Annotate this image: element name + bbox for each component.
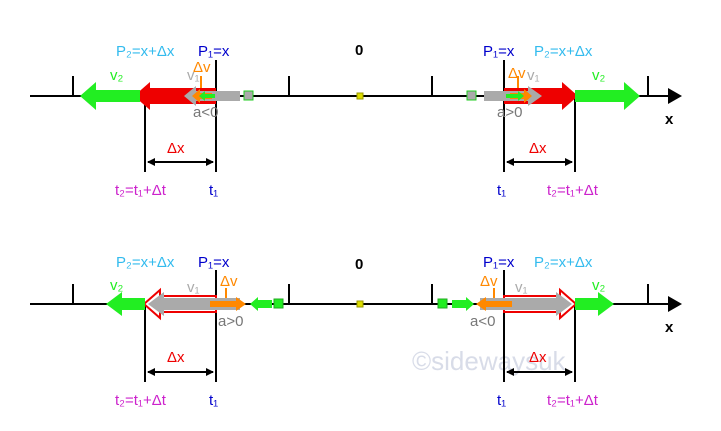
- bottom-left-accel-label: a>0: [218, 313, 243, 330]
- top-right-accel-label: a>0: [497, 104, 522, 121]
- bottom-right-v1-arrow: [480, 292, 572, 316]
- bottom-right-object: [437, 298, 448, 309]
- bottom-left-p1-label: P₁=x: [198, 254, 230, 271]
- top-position-markers: [144, 60, 576, 172]
- top-right-p1-label: P₁=x: [483, 43, 515, 60]
- top-right-t1-label: t₁: [497, 182, 506, 199]
- bottom-left-dv-label: Δv: [220, 273, 238, 290]
- bottom-right-t2-label: t₂=t₁+Δt: [547, 392, 599, 409]
- bottom-right-v2-label: v₂: [592, 277, 606, 294]
- bottom-left-p2-label: P₂=x+Δx: [116, 254, 175, 271]
- bottom-panel: 0 x P₂=x+Δx P₁=x P₁=x P₂=x+Δx Δv v₁ v₂ a…: [30, 254, 682, 409]
- top-left-dv-label: Δv: [193, 59, 211, 76]
- top-left-accel-label: a<0: [193, 104, 218, 121]
- bottom-position-markers: [144, 270, 576, 382]
- bottom-right-dv-arrow: [476, 297, 512, 311]
- bottom-right-v1-label: v₁: [515, 279, 528, 296]
- top-left-v2-arrow: [80, 82, 140, 110]
- bottom-right-p2-label: P₂=x+Δx: [534, 254, 593, 271]
- top-axis-ticks: [72, 76, 649, 96]
- bottom-left-v2-arrow: [106, 292, 145, 316]
- top-right-v2-arrow: [575, 82, 640, 110]
- bottom-left-v1-label: v₁: [187, 279, 200, 296]
- bottom-left-motion-arrow: [250, 297, 272, 311]
- bottom-right-accel-label: a<0: [470, 313, 495, 330]
- bottom-left-v2-label: v₂: [110, 277, 124, 294]
- top-left-t2-label: t₂=t₁+Δt: [115, 182, 167, 199]
- top-origin-marker: [356, 92, 364, 100]
- top-left-v1-label: v₁: [187, 67, 200, 84]
- bottom-left-t2-label: t₂=t₁+Δt: [115, 392, 167, 409]
- bottom-left-v1-arrow: [148, 292, 240, 316]
- top-left-p1-label: P₁=x: [198, 43, 230, 60]
- bottom-right-p1-label: P₁=x: [483, 254, 515, 271]
- top-left-dx-label: Δx: [167, 140, 185, 157]
- bottom-origin-label: 0: [355, 256, 363, 273]
- top-left-p2-label: P₂=x+Δx: [116, 43, 175, 60]
- bottom-axis-ticks: [72, 284, 649, 304]
- bottom-axis-x-label: x: [665, 319, 674, 336]
- top-right-p2-label: P₂=x+Δx: [534, 43, 593, 60]
- top-right-v2-label: v₂: [592, 67, 606, 84]
- top-right-t2-label: t₂=t₁+Δt: [547, 182, 599, 199]
- bottom-left-dx-label: Δx: [167, 349, 185, 366]
- top-right-dx-label: Δx: [529, 140, 547, 157]
- bottom-right-v2-arrow: [575, 292, 614, 316]
- top-left-t1-label: t₁: [209, 182, 218, 199]
- top-right-v1-label: v₁: [527, 67, 540, 84]
- top-right-dv-label: Δv: [508, 65, 526, 82]
- bottom-right-dx-label: Δx: [529, 349, 547, 366]
- top-origin-label: 0: [355, 42, 363, 59]
- bottom-left-dv-arrow: [210, 297, 246, 311]
- bottom-left-t1-label: t₁: [209, 392, 218, 409]
- top-panel: 0 x P₂=x+Δx P₁=x P₁=x P₂=x+Δx Δv v₁ v₂ a…: [30, 42, 682, 199]
- bottom-axis-arrowhead: [668, 296, 682, 312]
- bottom-left-object: [273, 298, 284, 309]
- top-left-v2-small-arrow: [199, 91, 215, 101]
- top-right-v2-small-arrow: [506, 91, 524, 101]
- bottom-origin-marker: [356, 300, 364, 308]
- bottom-right-motion-arrow: [452, 297, 474, 311]
- top-right-object: [466, 90, 477, 101]
- top-left-object: [243, 90, 254, 101]
- top-axis-arrowhead: [668, 88, 682, 104]
- top-left-v2-label: v₂: [110, 67, 124, 84]
- bottom-right-t1-label: t₁: [497, 392, 506, 409]
- bottom-right-dv-label: Δv: [480, 273, 498, 290]
- top-axis-x-label: x: [665, 111, 674, 128]
